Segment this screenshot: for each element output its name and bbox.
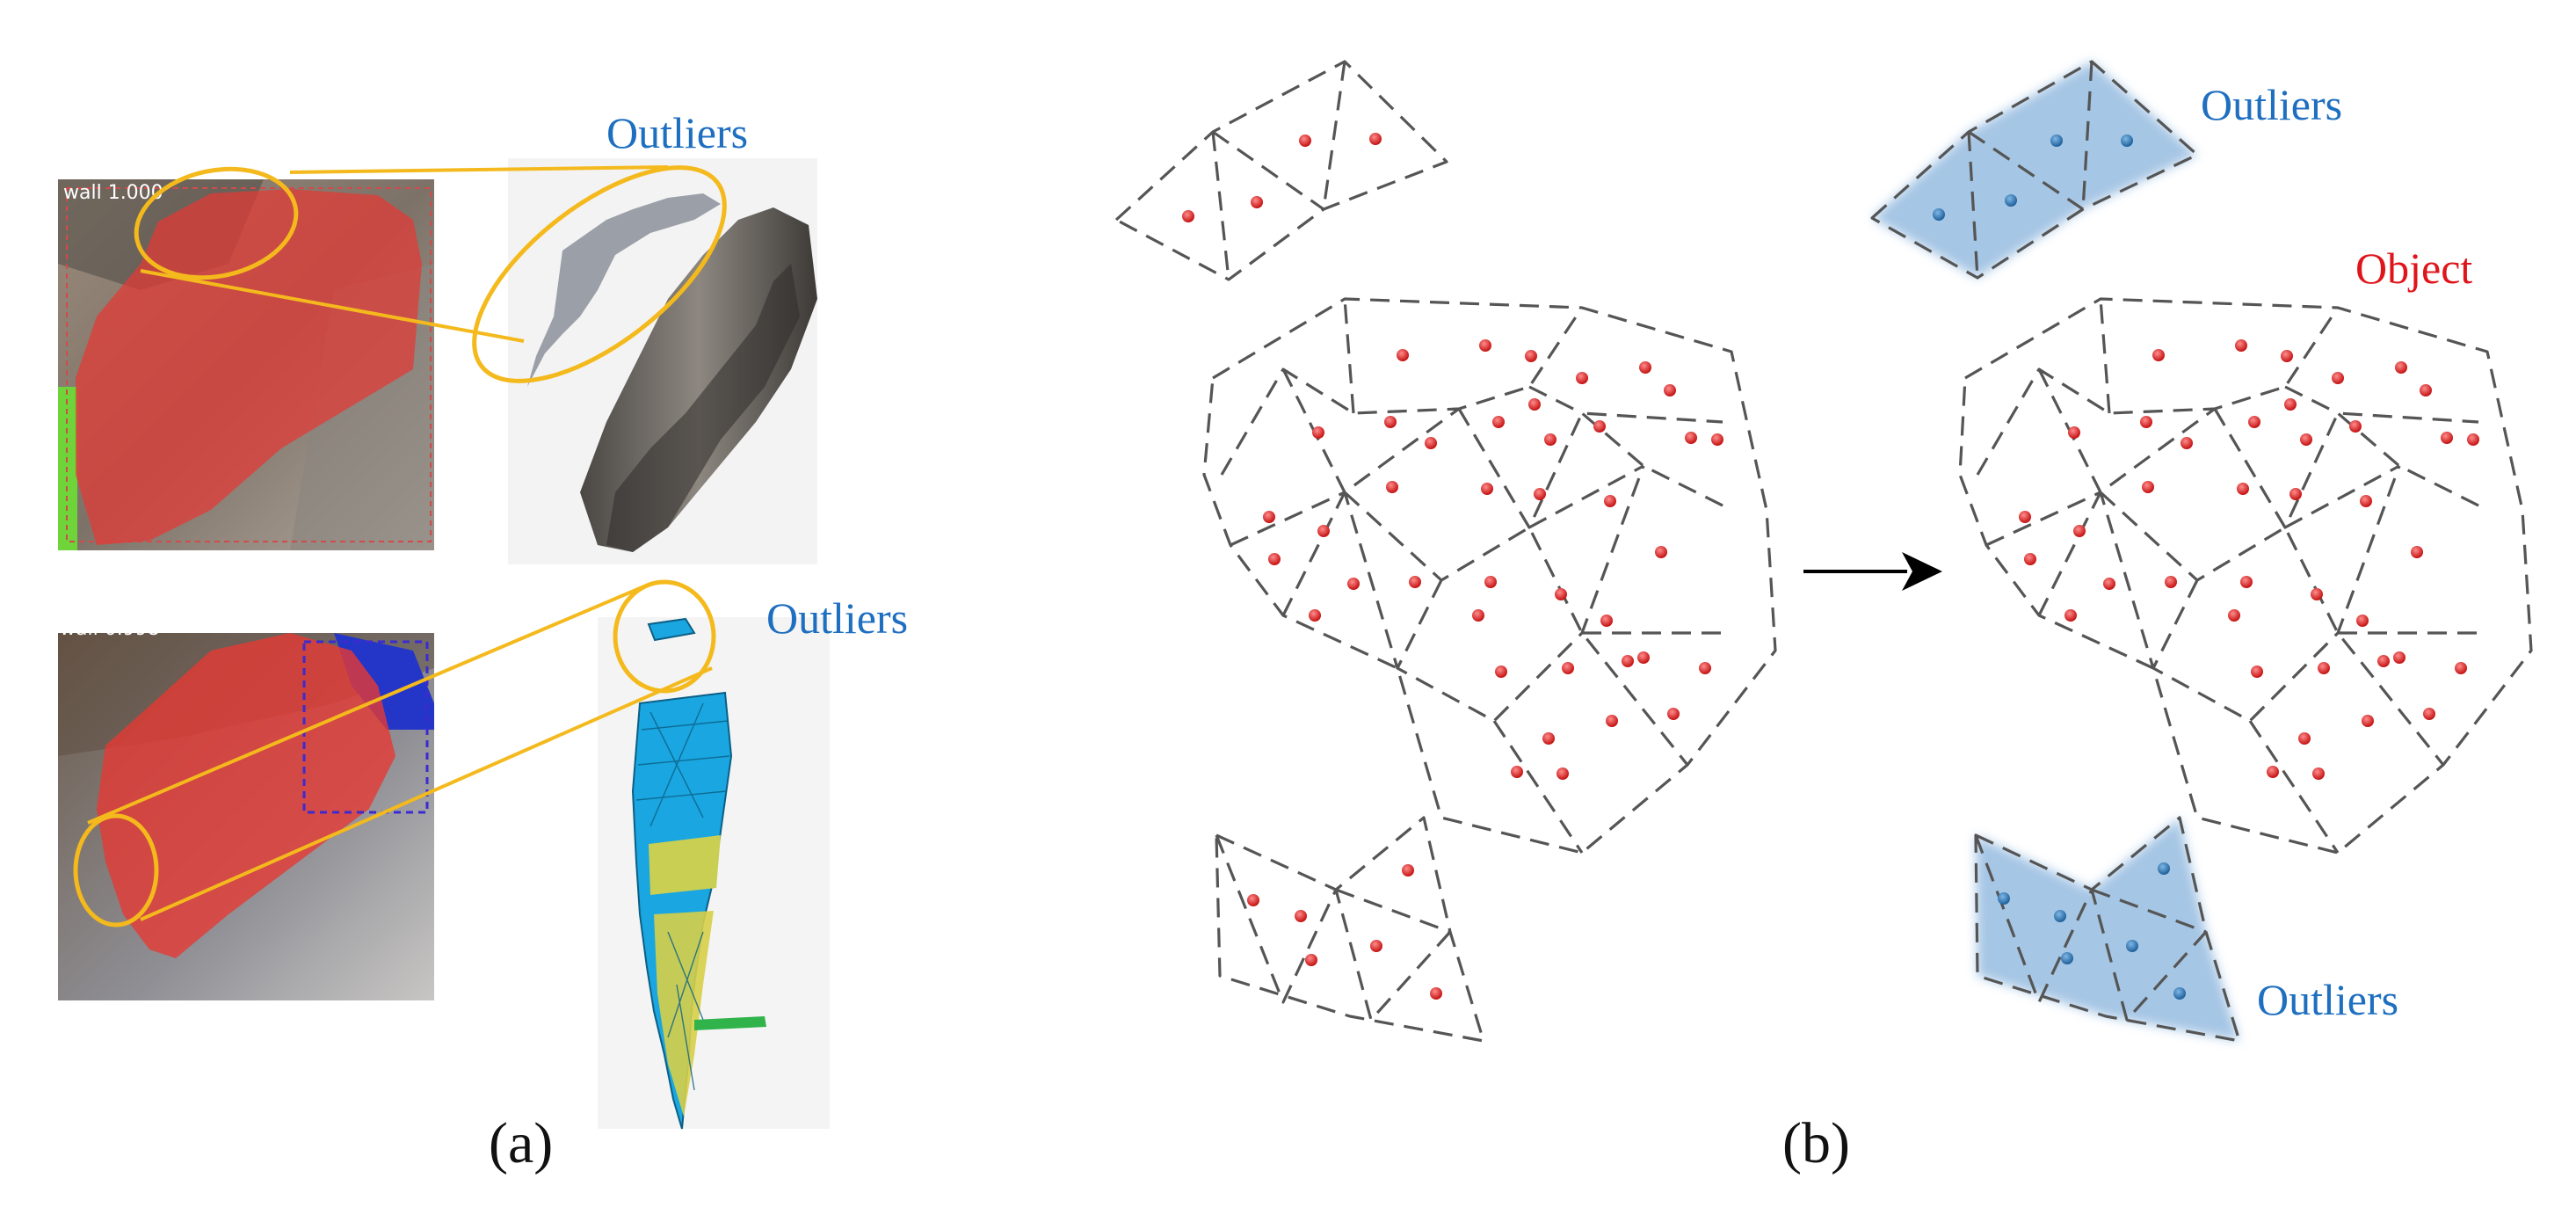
top-detection-label: wall 1.000 [63,182,163,204]
triangulation-after [1870,60,2533,1043]
object-points-right [2019,339,2479,780]
arrow-right-icon [1803,552,1942,591]
outlier-region-bottom [1974,816,2241,1043]
outlier-region-top [1870,60,2199,280]
triangulation-before [1114,60,1777,1043]
main-object-mesh [1202,297,1777,855]
wall-mask-bottom [97,633,395,958]
object-label: Object [2355,244,2472,293]
top-outlier-fragment [527,193,721,387]
object-points-left [1263,339,1723,780]
top-outliers-label: Outliers [606,108,748,157]
main-object-mesh-after [1958,297,2533,855]
bottom-outlier-ring-photo [73,813,159,927]
outliers-bottom-label: Outliers [2257,975,2398,1024]
bottom-outlier-ring-model [613,579,716,694]
detached-cluster-bottom [1215,816,1485,1043]
detached-cluster-top [1114,60,1448,281]
top-3d-model [472,158,817,564]
top-outlier-ring-photo [134,166,299,280]
panel-a: wall 1.000 Outliers wall 0.998 [58,108,908,1175]
top-outlier-ring-model [472,165,727,383]
bottom-outlier-fragment [647,617,696,642]
top-detection-photo: wall 1.000 [58,166,434,550]
outliers-top-label: Outliers [2201,80,2342,129]
panel-b: Outliers Object Outliers (b) [1114,60,2533,1175]
bottom-outliers-label: Outliers [766,593,908,643]
wall-mask-top [76,189,422,545]
caption-a: (a) [489,1111,553,1175]
bottom-detection-label: wall 0.998 [60,618,160,640]
bottom-3d-mesh [598,579,830,1130]
bottom-detection-photo: wall 0.998 [58,618,434,1000]
caption-b: (b) [1782,1111,1850,1175]
